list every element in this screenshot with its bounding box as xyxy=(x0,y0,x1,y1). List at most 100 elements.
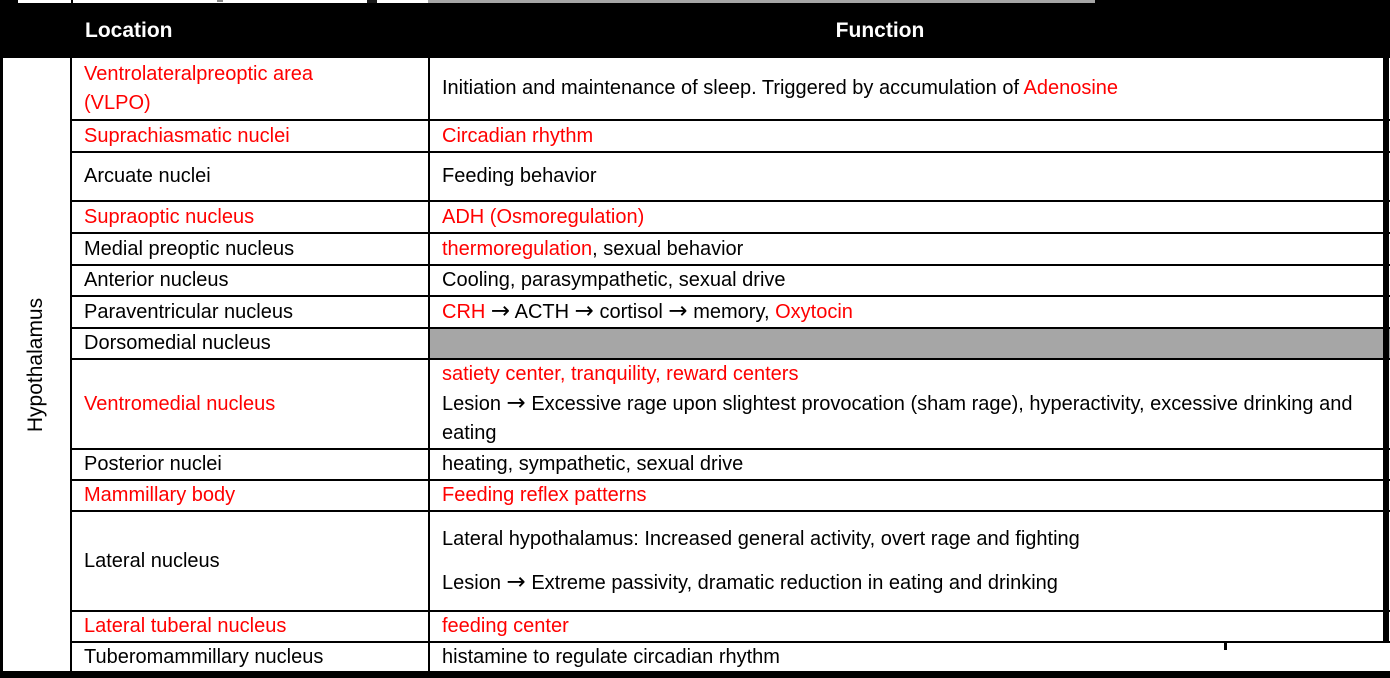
location-cell: Mammillary body xyxy=(72,481,430,510)
cropped-row-remnant-gray-cell xyxy=(428,0,1095,3)
function-cell: Initiation and maintenance of sleep. Tri… xyxy=(430,58,1390,119)
right-arrow: → xyxy=(668,298,688,324)
table-row-paraventricular: Paraventricular nucleus CRH → ACTH → cor… xyxy=(72,297,1390,329)
function-text: satiety center, tranquility, reward cent… xyxy=(442,363,799,385)
location-cell: Paraventricular nucleus xyxy=(72,297,430,327)
location-text: Dorsomedial nucleus xyxy=(84,332,271,354)
function-cell: Cooling, parasympathetic, sexual drive xyxy=(430,266,1390,295)
location-column-header: Location xyxy=(85,18,173,42)
table-row-suprachiasmatic: Suprachiasmatic nuclei Circadian rhythm xyxy=(72,121,1390,153)
function-text: Feeding behavior xyxy=(442,165,597,187)
function-cell: thermoregulation, sexual behavior xyxy=(430,234,1390,264)
location-cell: Supraoptic nucleus xyxy=(72,202,430,232)
stray-text-remnant xyxy=(367,0,377,3)
location-text: Posterior nuclei xyxy=(84,453,222,475)
function-cell: satiety center, tranquility, reward cent… xyxy=(430,360,1390,448)
function-segment: , sexual behavior xyxy=(592,237,744,260)
function-cell: CRH → ACTH → cortisol → memory, Oxytocin xyxy=(430,297,1390,327)
function-text: CRH → ACTH → cortisol → memory, Oxytocin xyxy=(442,297,1378,327)
location-text: Ventromedial nucleus xyxy=(84,392,276,415)
table-row-supraoptic: Supraoptic nucleus ADH (Osmoregulation) xyxy=(72,202,1390,234)
function-text: Circadian rhythm xyxy=(442,124,594,147)
function-segment: thermoregulation xyxy=(442,237,593,260)
function-cell: heating, sympathetic, sexual drive xyxy=(430,450,1390,479)
location-text: Anterior nucleus xyxy=(84,269,229,291)
row-group-label: Hypothalamus xyxy=(24,297,48,432)
table-bottom-border xyxy=(0,671,1390,678)
location-cell: Medial preoptic nucleus xyxy=(72,234,430,264)
right-arrow: → xyxy=(490,298,511,324)
location-cell: Dorsomedial nucleus xyxy=(72,329,430,358)
right-arrow: → xyxy=(506,390,526,416)
location-text: Suprachiasmatic nuclei xyxy=(84,124,290,147)
location-cell: Lateral nucleus xyxy=(72,512,430,610)
table-row-lateral-tuberal: Lateral tuberal nucleus feeding center xyxy=(72,612,1390,643)
function-segment: Excessive rage upon slightest provocatio… xyxy=(442,393,1353,444)
table-body: Hypothalamus Ventrolateralpreoptic area … xyxy=(3,58,1390,671)
stray-text-remnant xyxy=(217,0,223,2)
function-cell-gray-empty xyxy=(430,329,1390,358)
table-row-medial-preoptic: Medial preoptic nucleus thermoregulation… xyxy=(72,234,1390,266)
function-text: histamine to regulate circadian rhythm xyxy=(442,645,780,668)
function-cell: Feeding behavior xyxy=(430,153,1390,200)
table-row-mammillary: Mammillary body Feeding reflex patterns xyxy=(72,481,1390,512)
function-segment: CRH xyxy=(442,301,491,323)
function-segment: memory, xyxy=(687,301,776,323)
function-segment: cortisol xyxy=(593,301,669,323)
function-segment: Extreme passivity, dramatic reduction in… xyxy=(525,571,1058,594)
function-cell: histamine to regulate circadian rhythm xyxy=(430,643,1390,671)
table-row-dorsomedial: Dorsomedial nucleus xyxy=(72,329,1390,360)
table-left-border xyxy=(0,0,3,678)
location-text: Medial preoptic nucleus xyxy=(84,237,295,260)
cropped-row-remnant-black-left xyxy=(0,0,18,3)
function-text: Cooling, parasympathetic, sexual drive xyxy=(442,269,786,291)
location-cell: Lateral tuberal nucleus xyxy=(72,612,430,641)
table-row-tuberomammillary: Tuberomammillary nucleus histamine to re… xyxy=(72,643,1390,671)
table-row-ventromedial: Ventromedial nucleus satiety center, tra… xyxy=(72,360,1390,450)
cropped-row-remnant-black-right xyxy=(1095,0,1390,3)
function-cell: Lateral hypothalamus: Increased general … xyxy=(430,512,1390,610)
function-cell: feeding center xyxy=(430,612,1390,641)
table-row-anterior: Anterior nucleus Cooling, parasympatheti… xyxy=(72,266,1390,297)
function-text: Lesion → Extreme passivity, dramatic red… xyxy=(442,568,1378,598)
row-group-cell-hypothalamus: Hypothalamus xyxy=(3,58,72,671)
location-text: Tuberomammillary nucleus xyxy=(84,645,324,668)
function-segment: Lesion xyxy=(442,571,507,594)
location-cell: Posterior nuclei xyxy=(72,450,430,479)
location-text: (VLPO) xyxy=(84,91,151,114)
stray-mark xyxy=(1224,642,1227,650)
location-text: Mammillary body xyxy=(84,484,236,506)
function-text: Initiation and maintenance of sleep. Tri… xyxy=(442,74,1378,103)
function-segment: Initiation and maintenance of sleep. Tri… xyxy=(442,77,1024,99)
function-text: Lateral hypothalamus: Increased general … xyxy=(442,527,1080,550)
function-text: feeding center xyxy=(442,615,569,637)
location-text: Paraventricular nucleus xyxy=(84,300,293,323)
cropped-row-remnant-gridline xyxy=(71,0,73,3)
location-cell: Anterior nucleus xyxy=(72,266,430,295)
location-text: Supraoptic nucleus xyxy=(84,205,255,228)
function-segment: Oxytocin xyxy=(775,301,853,323)
location-text: Ventrolateralpreoptic area xyxy=(84,62,314,85)
function-cell: Circadian rhythm xyxy=(430,121,1390,151)
function-text: Lesion → Excessive rage upon slightest p… xyxy=(442,389,1378,448)
table-rows: Ventrolateralpreoptic area (VLPO) Initia… xyxy=(72,58,1390,671)
location-cell: Ventromedial nucleus xyxy=(72,360,430,448)
table-row-vlpo: Ventrolateralpreoptic area (VLPO) Initia… xyxy=(72,58,1390,121)
table-right-border xyxy=(1383,3,1389,643)
function-segment: Adenosine xyxy=(1023,77,1119,99)
table-row-lateral: Lateral nucleus Lateral hypothalamus: In… xyxy=(72,512,1390,612)
function-cell: Feeding reflex patterns xyxy=(430,481,1390,510)
location-cell: Suprachiasmatic nuclei xyxy=(72,121,430,151)
function-text: Feeding reflex patterns xyxy=(442,484,647,506)
location-cell: Ventrolateralpreoptic area (VLPO) xyxy=(72,58,430,119)
function-text: heating, sympathetic, sexual drive xyxy=(442,453,744,475)
function-text: thermoregulation, sexual behavior xyxy=(442,235,1378,264)
table-row-posterior: Posterior nuclei heating, sympathetic, s… xyxy=(72,450,1390,481)
table-header-row: Location Function xyxy=(0,3,1390,58)
location-text: Lateral tuberal nucleus xyxy=(84,615,287,637)
function-cell: ADH (Osmoregulation) xyxy=(430,202,1390,232)
right-arrow: → xyxy=(574,298,594,324)
location-text: Lateral nucleus xyxy=(84,549,220,572)
function-segment: Lesion xyxy=(442,393,507,415)
